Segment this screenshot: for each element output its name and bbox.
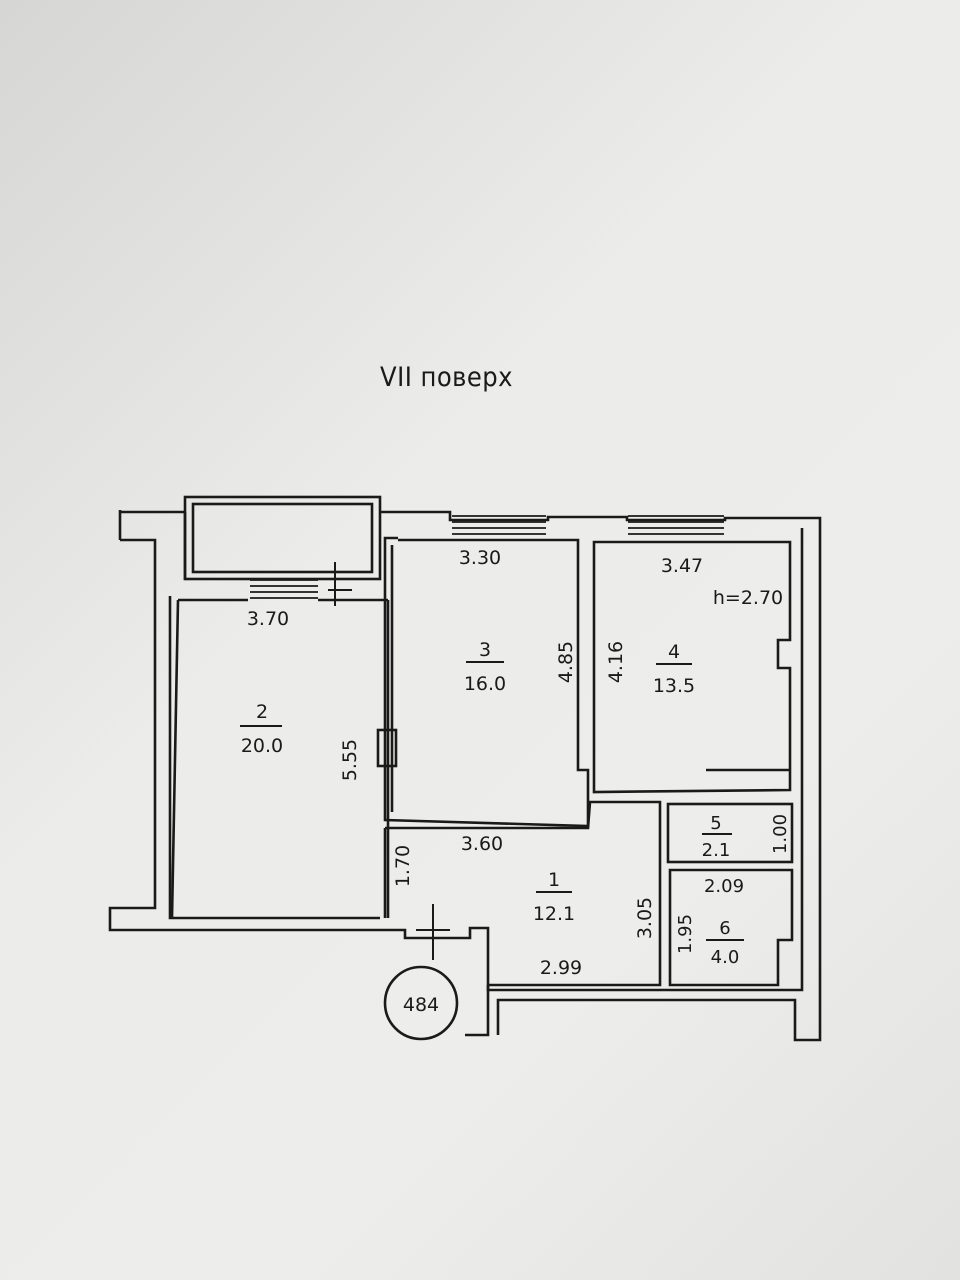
page-title: VII поверх [380,362,514,393]
room-2-height: 5.55 [339,739,361,781]
room-1-width-top: 3.60 [461,833,503,855]
room-6-area: 4.0 [711,947,740,968]
room-3-width: 3.30 [459,547,501,569]
room-3-height: 4.85 [555,641,577,683]
balcony [183,495,382,581]
room-2-walls [170,598,398,919]
room-4-width: 3.47 [661,555,703,577]
room-5-height: 1.00 [770,814,791,854]
room-3-walls [383,536,590,828]
room-5-area: 2.1 [702,840,731,861]
room-3-number: 3 [479,639,491,661]
door-marks [328,562,450,960]
room-6-width: 2.09 [704,876,744,897]
room-5-number: 5 [710,813,721,834]
room-6-height: 1.95 [675,914,696,954]
room-6-number: 6 [719,918,730,939]
ceiling-height: h=2.70 [713,587,783,609]
room-3-area: 16.0 [464,673,506,695]
apartment-number: 484 [403,994,439,1016]
room-6-walls [668,868,794,987]
room-4-area: 13.5 [653,675,695,697]
room-4-height: 4.16 [605,641,627,683]
room-1-width-bottom: 2.99 [540,957,582,979]
room-4-number: 4 [668,641,680,663]
room-1-height-left: 1.70 [392,845,414,887]
outer-walls [108,510,822,1042]
room-5-walls [666,802,794,864]
fraction-bars [240,661,744,941]
room-1-height-right: 3.05 [634,897,656,939]
apartment-number-circle [383,965,459,1041]
room-2-number: 2 [256,701,268,723]
windows [250,515,724,599]
room-4-walls [592,540,792,794]
room-1-walls [383,800,662,987]
dimension-labels: 3.70 5.55 3.30 4.85 3.47 4.16 h=2.70 3.6… [247,547,791,979]
room-1-area: 12.1 [533,903,575,925]
room-1-number: 1 [548,869,560,891]
room-2-area: 20.0 [241,735,283,757]
room-2-width: 3.70 [247,608,289,630]
room-labels: 2 20.0 3 16.0 4 13.5 1 12.1 5 2.1 6 4.0 [241,639,739,968]
